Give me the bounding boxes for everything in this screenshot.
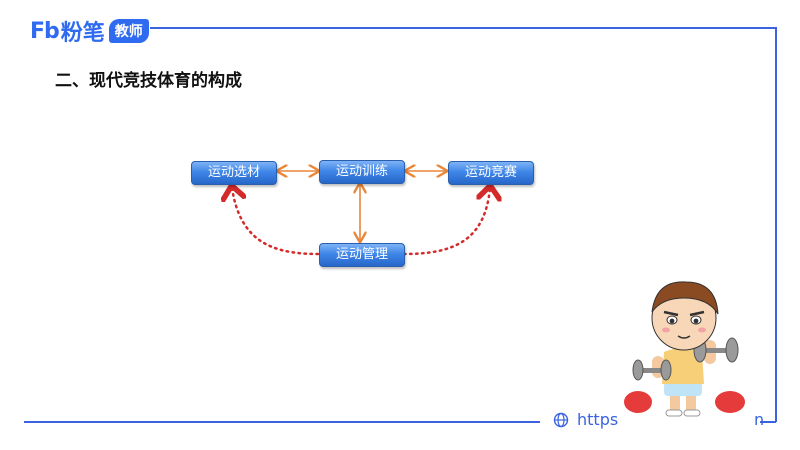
- footer-url-start: https: [577, 410, 619, 429]
- logo-brand-text: 粉笔: [60, 21, 105, 46]
- slide-heading: 二、现代竞技体育的构成: [55, 71, 242, 91]
- frame-bottom-border: [24, 421, 540, 423]
- frame-right-border: [775, 27, 777, 422]
- dotted-management-competition: [402, 188, 490, 256]
- globe-icon: [553, 412, 569, 427]
- logo-teacher-badge: 教师: [108, 19, 149, 43]
- fenbi-logo: Fb 粉笔 教师: [30, 18, 149, 46]
- dotted-management-selection: [232, 188, 320, 256]
- footer-url[interactable]: https: [553, 410, 618, 429]
- logo-mark: Fb: [30, 18, 60, 44]
- footer-url-end: n: [754, 410, 765, 429]
- node-competition: 运动竞赛: [448, 161, 534, 185]
- frame-bottom-border-right: [760, 421, 776, 423]
- node-management: 运动管理: [319, 243, 405, 267]
- node-training: 运动训练: [319, 160, 405, 184]
- boy-with-dumbbells-illustration: [624, 281, 745, 417]
- frame-top-border: [150, 27, 776, 29]
- node-athlete-selection: 运动选材: [191, 161, 277, 185]
